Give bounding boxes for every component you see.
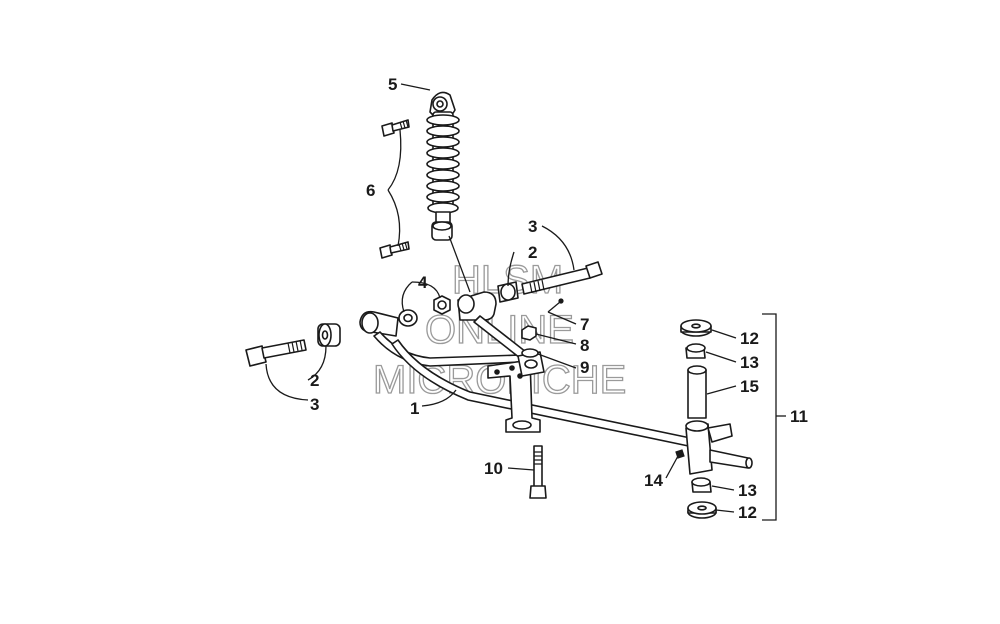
ball-joint-washer[interactable]: [521, 348, 539, 358]
leader-lines: [265, 83, 786, 521]
callout-1: 1: [410, 399, 419, 418]
upper-cap-washer[interactable]: [680, 319, 712, 337]
callout-13-bottom: 13: [738, 481, 757, 500]
rear-nut-washer[interactable]: [398, 309, 418, 327]
front-bolt[interactable]: [245, 339, 307, 367]
cotter-pin[interactable]: [547, 298, 564, 313]
a-arm[interactable]: [359, 291, 701, 449]
callout-9: 9: [580, 358, 589, 377]
callout-3-rear: 3: [528, 217, 537, 236]
callout-4: 4: [418, 273, 428, 292]
callout-5: 5: [388, 75, 397, 94]
steering-spindle[interactable]: [685, 420, 753, 475]
callout-3-front: 3: [310, 395, 319, 414]
watermark-line-2: ONLINE: [425, 308, 574, 352]
lower-bushing[interactable]: [691, 477, 712, 493]
shock-absorber[interactable]: [426, 91, 471, 293]
callout-10: 10: [484, 459, 503, 478]
callout-12-top: 12: [740, 329, 759, 348]
callouts: 5 6 4 3 2 7 8 9 1 2 3 10 12 13 15 11 14 …: [310, 75, 808, 522]
castle-nut[interactable]: [521, 325, 537, 341]
callout-15: 15: [740, 377, 759, 396]
upper-bushing[interactable]: [685, 343, 706, 359]
callout-12-bottom: 12: [738, 503, 757, 522]
kingpin-sleeve[interactable]: [687, 365, 707, 419]
callout-6: 6: [366, 181, 375, 200]
front-bushing[interactable]: [317, 323, 341, 347]
callout-13-top: 13: [740, 353, 759, 372]
rear-bushing[interactable]: [497, 281, 519, 303]
lower-cap-washer[interactable]: [687, 501, 717, 519]
rear-bolt[interactable]: [521, 261, 603, 295]
callout-7: 7: [580, 315, 589, 334]
callout-11: 11: [790, 407, 808, 426]
rear-nut[interactable]: [433, 295, 451, 315]
callout-2-rear: 2: [528, 243, 537, 262]
watermark: HLSM ONLINE MICROFICHE: [372, 257, 627, 402]
shock-bolt-lower[interactable]: [379, 241, 410, 259]
callout-8: 8: [580, 336, 589, 355]
shock-spring: [426, 114, 460, 214]
callout-2-front: 2: [310, 371, 319, 390]
callout-14: 14: [644, 471, 663, 490]
bracket-bolt[interactable]: [529, 445, 547, 499]
shock-bolt-upper[interactable]: [381, 119, 410, 137]
